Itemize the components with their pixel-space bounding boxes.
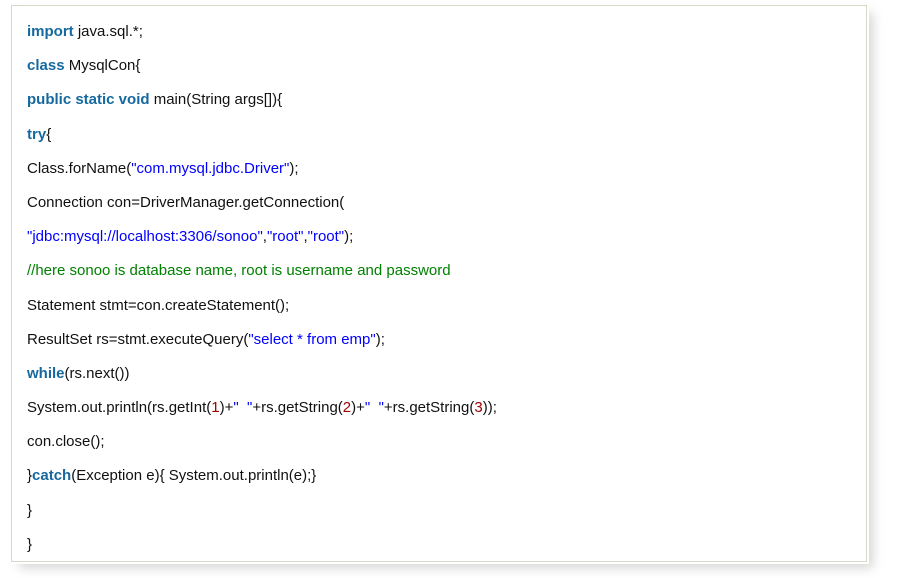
keyword-token: catch: [32, 467, 72, 485]
java-code-block[interactable]: import java.sql.*;class MysqlCon{public …: [27, 15, 866, 561]
string-token: "root": [307, 228, 345, 246]
code-line: con.close();: [27, 425, 866, 459]
plain-token: Connection con=DriverManager.getConnecti…: [27, 193, 345, 211]
number-token: 2: [342, 399, 352, 417]
keyword-token: class: [27, 57, 65, 75]
plain-token: );: [375, 330, 385, 348]
plain-token: {: [46, 125, 52, 143]
plain-token: }: [27, 501, 33, 519]
code-line: System.out.println(rs.getInt(1)+" "+rs.g…: [27, 391, 866, 425]
plain-token: ResultSet rs=stmt.executeQuery(: [27, 330, 249, 348]
string-token: "select * from emp": [248, 330, 376, 348]
code-line: public static void main(String args[]){: [27, 83, 866, 117]
code-line: Statement stmt=con.createStatement();: [27, 289, 866, 323]
code-line: "jdbc:mysql://localhost:3306/sonoo","roo…: [27, 220, 866, 254]
keyword-token: public static void: [27, 91, 150, 109]
plain-token: }: [27, 535, 33, 553]
number-token: 1: [211, 399, 220, 417]
plain-token: (Exception e){ System.out.println(e);}: [71, 467, 317, 485]
keyword-token: try: [27, 125, 47, 143]
plain-token: ,: [303, 228, 308, 246]
plain-token: Statement stmt=con.createStatement();: [27, 296, 290, 314]
keyword-token: while: [27, 364, 65, 382]
plain-token: ));: [482, 399, 497, 417]
plain-token: java.sql.*;: [73, 23, 143, 40]
keyword-token: import: [27, 23, 74, 40]
code-line: Class.forName("com.mysql.jdbc.Driver");: [27, 152, 866, 186]
plain-token: ,: [262, 228, 267, 246]
string-token: " ": [364, 399, 384, 417]
code-line: //here sonoo is database name, root is u…: [27, 254, 866, 288]
code-line: }: [27, 494, 866, 528]
comment-token: //here sonoo is database name, root is u…: [27, 262, 451, 280]
string-token: " ": [233, 399, 253, 417]
plain-token: System.out.println(rs.getInt(: [27, 399, 212, 417]
code-line: class MysqlCon{: [27, 49, 866, 83]
plain-token: +rs.getString(: [252, 399, 343, 417]
plain-token: +rs.getString(: [383, 399, 475, 417]
code-line: ResultSet rs=stmt.executeQuery("select *…: [27, 323, 866, 357]
plain-token: )+: [351, 399, 365, 417]
code-line: }: [27, 528, 866, 561]
code-line: import java.sql.*;: [27, 15, 866, 49]
plain-token: con.close();: [27, 433, 105, 451]
code-line: }catch(Exception e){ System.out.println(…: [27, 459, 866, 493]
plain-token: );: [289, 159, 299, 177]
code-line: while(rs.next()): [27, 357, 866, 391]
number-token: 3: [474, 399, 483, 417]
plain-token: main(String args[]){: [149, 91, 283, 109]
plain-token: );: [344, 228, 354, 246]
plain-token: }: [27, 467, 33, 485]
code-line: try{: [27, 118, 866, 152]
code-line: Connection con=DriverManager.getConnecti…: [27, 186, 866, 220]
string-token: "jdbc:mysql://localhost:3306/sonoo": [27, 228, 263, 246]
plain-token: )+: [219, 399, 234, 417]
code-panel: import java.sql.*;class MysqlCon{public …: [11, 5, 867, 562]
plain-token: Class.forName(: [27, 159, 132, 177]
plain-token: MysqlCon{: [64, 57, 141, 75]
string-token: "com.mysql.jdbc.Driver": [131, 159, 290, 177]
plain-token: (rs.next()): [64, 364, 130, 382]
string-token: "root": [266, 228, 304, 246]
